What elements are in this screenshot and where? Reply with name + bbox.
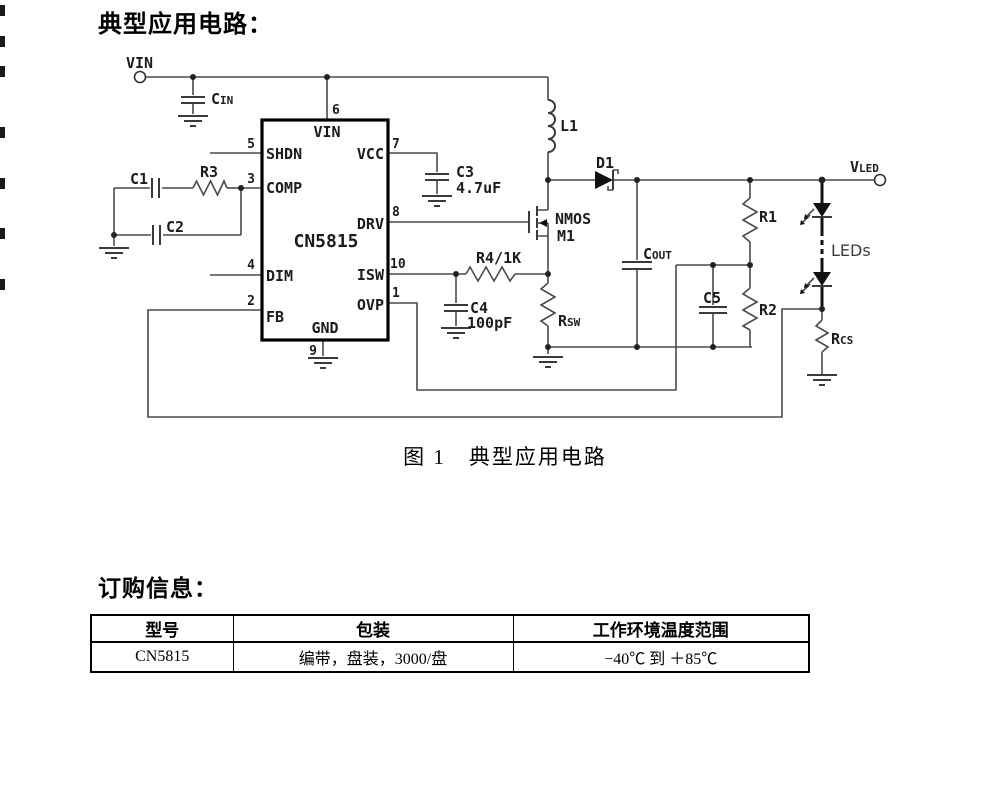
svg-text:GND: GND	[311, 319, 338, 337]
capacitor-c5: C5	[699, 289, 727, 314]
cell-model: CN5815	[90, 641, 234, 673]
svg-text:1: 1	[392, 286, 400, 301]
cell-package: 编带，盘装，3000/盘	[232, 641, 514, 673]
junction-dots	[111, 74, 826, 350]
capacitor-c4: C4 100pF	[441, 299, 512, 339]
ordering-heading: 订购信息：	[98, 575, 218, 601]
svg-text:RCS: RCS	[831, 330, 853, 348]
svg-text:CN5815: CN5815	[293, 231, 358, 252]
ordering-table: 型号 包装 工作环境温度范围 CN5815 编带，盘装，3000/盘 −40℃ …	[90, 614, 810, 673]
table-header-row: 型号 包装 工作环境温度范围	[90, 614, 810, 643]
svg-text:7: 7	[392, 137, 400, 152]
svg-text:3: 3	[247, 172, 255, 187]
svg-text:4.7uF: 4.7uF	[456, 179, 501, 197]
svg-text:COUT: COUT	[643, 245, 672, 263]
page-title: 典型应用电路：	[98, 11, 273, 38]
led-string: LEDs	[800, 180, 871, 309]
output-capacitor-cout: COUT	[622, 245, 672, 270]
comp-resistor-r3: R3	[192, 163, 241, 197]
vin-terminal: VIN	[126, 54, 153, 84]
resistor-r1: R1	[741, 197, 777, 243]
scan-artifact	[0, 5, 5, 16]
svg-text:DRV: DRV	[357, 215, 384, 233]
svg-text:VLED: VLED	[850, 158, 879, 176]
svg-text:SHDN: SHDN	[266, 145, 302, 163]
svg-text:RSW: RSW	[558, 312, 581, 330]
wire-network	[113, 76, 874, 418]
svg-text:ISW: ISW	[357, 266, 385, 284]
svg-text:DIM: DIM	[266, 267, 293, 285]
vled-terminal: VLED	[850, 158, 887, 187]
ic-cn5815: CN5815 VIN SHDN COMP DIM FB VCC DRV ISW …	[247, 103, 406, 369]
svg-text:VIN: VIN	[126, 54, 153, 72]
svg-text:2: 2	[247, 294, 255, 309]
resistor-r4: R4/1K	[465, 249, 521, 283]
svg-text:FB: FB	[266, 308, 284, 326]
scan-artifact	[0, 279, 5, 290]
svg-text:R1: R1	[759, 208, 777, 226]
svg-text:100pF: 100pF	[467, 314, 512, 332]
svg-text:OVP: OVP	[357, 296, 384, 314]
comp-capacitor-c1: C1	[130, 170, 160, 198]
col-header-package: 包装	[232, 614, 514, 643]
svg-text:10: 10	[390, 257, 406, 272]
circuit-schematic: VIN CIN C1 R3 C2 CN5815 VIN SHDN	[99, 54, 887, 418]
svg-text:VIN: VIN	[313, 123, 340, 141]
svg-text:LEDs: LEDs	[831, 241, 871, 260]
comp-capacitor-c2: C2	[99, 218, 184, 259]
svg-text:VCC: VCC	[357, 145, 384, 163]
col-header-temp-range: 工作环境温度范围	[512, 614, 810, 643]
svg-text:4: 4	[247, 258, 255, 273]
svg-text:C5: C5	[703, 289, 721, 307]
svg-text:R3: R3	[200, 163, 218, 181]
scan-artifact	[0, 36, 5, 47]
resistor-rcs: RCS	[807, 309, 853, 386]
svg-text:NMOS: NMOS	[555, 210, 591, 228]
svg-text:6: 6	[332, 103, 340, 118]
svg-text:M1: M1	[557, 227, 575, 245]
figure-caption: 图 1 典型应用电路	[403, 445, 607, 469]
scan-artifact	[0, 66, 5, 77]
svg-text:C2: C2	[166, 218, 184, 236]
svg-text:C3: C3	[456, 163, 474, 181]
svg-text:L1: L1	[560, 117, 578, 135]
svg-text:8: 8	[392, 205, 400, 220]
scan-artifact	[0, 228, 5, 239]
svg-text:CIN: CIN	[211, 90, 233, 108]
resistor-r2: R2	[741, 287, 777, 331]
col-header-model: 型号	[90, 614, 234, 643]
bypass-capacitor-c3: C3 4.7uF	[422, 163, 501, 207]
scan-artifact	[0, 178, 5, 189]
inductor-l1: L1	[547, 99, 578, 153]
svg-text:5: 5	[247, 137, 255, 152]
diode-d1: D1	[595, 154, 619, 191]
svg-text:R4/1K: R4/1K	[476, 249, 521, 267]
svg-text:COMP: COMP	[266, 179, 302, 197]
cell-temp-range: −40℃ 到 ＋85℃	[512, 641, 810, 673]
table-row: CN5815 编带，盘装，3000/盘 −40℃ 到 ＋85℃	[90, 641, 810, 673]
scan-artifact	[0, 127, 5, 138]
input-capacitor-cin: CIN	[178, 90, 233, 127]
svg-text:R2: R2	[759, 301, 777, 319]
mosfet-m1: NMOS M1	[528, 180, 591, 274]
svg-text:9: 9	[309, 344, 317, 359]
svg-text:C1: C1	[130, 170, 148, 188]
svg-text:D1: D1	[596, 154, 614, 172]
svg-text:C4: C4	[470, 299, 488, 317]
resistor-rsw: RSW	[533, 282, 581, 368]
